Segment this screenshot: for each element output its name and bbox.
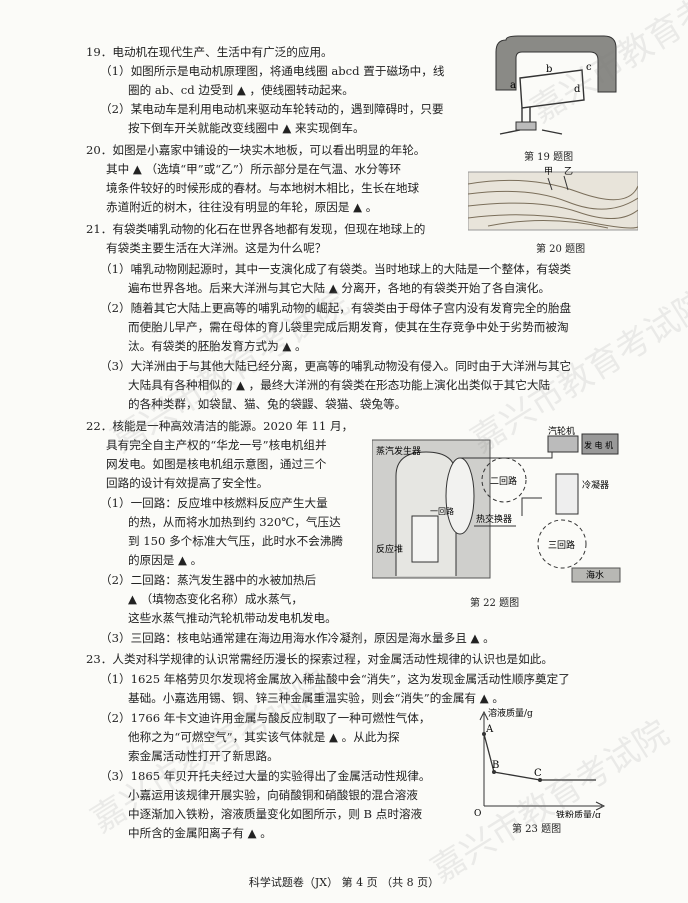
text-line-q23-1b: 基础。小嘉选用锡、铜、锌三种金属重温实验，则会“消失”的金属有 ▲ 。 bbox=[128, 691, 504, 705]
text-line-q23-3c: 中逐渐加入铁粉，溶液质量变化如图所示，则 B 点时溶液 bbox=[128, 807, 423, 821]
text-line-q21-3b: 大陆具有各种相似的 ▲ ，最终大洋洲的有袋类在形态功能上演化出类似于其它大陆 bbox=[128, 378, 551, 392]
text-line-q22-2b: ▲ （填物态变化名称）成水蒸气， bbox=[128, 592, 303, 606]
motor-diagram: b c a d bbox=[495, 35, 617, 135]
text-line-q23-3b: 小嘉运用该规律开展实验，向硝酸铜和硝酸银的混合溶液 bbox=[128, 788, 418, 802]
text-line-q22-1d: 的原因是 ▲ 。 bbox=[128, 553, 203, 567]
label-turbine: 汽轮机 bbox=[548, 426, 575, 437]
label-yi: 乙 bbox=[564, 166, 573, 177]
chart-ylabel: 溶液质量/g bbox=[488, 707, 533, 719]
label-a: a bbox=[510, 80, 516, 91]
label-b: b bbox=[546, 64, 552, 75]
text-line-q21b: 有袋类主要生活在大洋洲。这是为什么呢？ bbox=[106, 241, 327, 255]
text-line-q22-3: （3）三回路：核电站通常建在海边用海水作冷凝剂，原因是海水量多且 ▲ 。 bbox=[100, 631, 495, 645]
fig20-caption: 第 20 题图 bbox=[536, 244, 586, 255]
point-b: B bbox=[492, 760, 499, 771]
label-c: c bbox=[586, 62, 592, 73]
text-line-q23a: 23．人类对科学规律的认识常需经历漫长的探索过程，对金属活动性规律的认识也是如此… bbox=[86, 652, 553, 666]
text-line-q21-2c: 汰。有袋类的胚胎发育方式为 ▲ 。 bbox=[128, 339, 307, 353]
point-a: A bbox=[485, 724, 494, 735]
text-line-q22-1a: （1）一回路：反应堆中核燃料反应产生大量 bbox=[100, 496, 328, 510]
text-line-q22-2c: 这些水蒸气推动汽轮机带动发电机发电。 bbox=[128, 611, 337, 625]
fig23-caption: 第 23 题图 bbox=[512, 824, 562, 835]
text-line-q20a: 20．如图是小嘉家中铺设的一块实木地板，可以看出明显的年轮。 bbox=[86, 143, 426, 157]
text-line-q21-3c: 的各种类群，如袋鼠、猫、兔的袋鼹、袋猫、袋兔等。 bbox=[128, 397, 407, 411]
text-line-q21-1b: 遍布世界各地。后来大洋洲与其它大陆 ▲ 分离开，各地的有袋类开始了各自演化。 bbox=[128, 281, 551, 295]
text-line-q19-1a: （1）如图所示是电动机原理图，将通电线圈 abcd 置于磁场中，线 bbox=[100, 64, 445, 78]
label-loop2: 二回路 bbox=[490, 475, 517, 487]
text-line-q23-2a: （2）1766 年卡文迪许用金属与酸反应制取了一种可燃性气体， bbox=[100, 711, 431, 725]
point-c: C bbox=[534, 768, 542, 779]
label-sg: 蒸汽发生器 bbox=[376, 445, 421, 457]
text-line-q21-1a: （1）哺乳动物刚起源时，其中一支演化成了有袋类。当时地球上的大陆是一个整体，有袋… bbox=[100, 262, 572, 276]
solution-mass-chart: 溶液质量/g 铁粉质量/g O A B C bbox=[474, 707, 606, 818]
label-jia: 甲 bbox=[544, 166, 553, 177]
text-line-q22-1b: 的热，从而将水加热到约 320℃，气压达 bbox=[128, 515, 341, 529]
text-line-q20d: 赤道附近的树木，往往没有明显的年轮，原因是 ▲ 。 bbox=[106, 200, 378, 214]
text-line-q22-1c: 到 150 多个标准大气压，此时水不会沸腾 bbox=[128, 534, 344, 548]
label-generator: 发 电 机 bbox=[584, 440, 613, 450]
text-line-q22c: 网发电。如图是核电机组示意图，通过三个 bbox=[106, 457, 327, 471]
text-line-q20b: 其中 ▲ （选填“甲”或“乙”）所示部分是在气温、水分等环 bbox=[106, 162, 402, 176]
text-line-q21a: 21．有袋类哺乳动物的化石在世界各地都有发现，但现在地球上的 bbox=[86, 222, 426, 236]
label-hx: 热交换器 bbox=[476, 513, 512, 525]
fig22-caption: 第 22 题图 bbox=[470, 598, 520, 609]
text-line-q21-2b: 而使胎儿早产，需在母体的育儿袋里完成后期发育，使其在生存竞争中处于劣势而被淘 bbox=[128, 320, 569, 334]
text-line-q23-1a: （1）1625 年格劳贝尔发现将金属放入稀盐酸中会“消失”，这为发现金属活动性顺… bbox=[100, 672, 570, 686]
chart-xlabel: 铁粉质量/g bbox=[556, 809, 601, 818]
text-line-q22a: 22．核能是一种高效清洁的能源。2020 年 11 月， bbox=[86, 419, 354, 433]
text-line-q19-2b: 按下倒车开关就能改变线圈中 ▲ 来实现倒车。 bbox=[128, 121, 365, 135]
text-line-q19-2a: （2）某电动车是利用电动机来驱动车轮转动的，遇到障碍时，只要 bbox=[100, 102, 444, 116]
text-line-q22b: 具有完全自主产权的“华龙一号”核电机组并 bbox=[106, 438, 327, 452]
page-footer: 科学试题卷（JX） 第 4 页 （共 8 页） bbox=[248, 876, 440, 889]
text-line-q19-1b: 圈的 ab、cd 边受到 ▲ ，使线圈转动起来。 bbox=[128, 83, 354, 97]
text-line-q22d: 回路的设计有效提高了安全性。 bbox=[106, 476, 269, 490]
text-line-q23-3d: 中所含的金属阳离子有 ▲ 。 bbox=[128, 826, 272, 840]
label-condenser: 冷凝器 bbox=[582, 479, 609, 491]
label-loop1: 一回路 bbox=[430, 506, 454, 516]
text-line-q23-3a: （3）1865 年贝开托夫经过大量的实验得出了金属活动性规律。 bbox=[100, 769, 431, 783]
fig19-caption: 第 19 题图 bbox=[524, 152, 574, 163]
label-core: 反应堆 bbox=[376, 543, 403, 555]
text-line-q20c: 境条件较好的时候形成的春材。与本地树木相比，生长在地球 bbox=[106, 181, 420, 195]
text-line-q23-2b: 他称之为“可燃空气”，其实该气体就是 ▲ 。从此为探 bbox=[128, 730, 400, 744]
label-sea: 海水 bbox=[586, 569, 604, 581]
wood-floor-diagram: 甲 乙 bbox=[468, 166, 638, 231]
text-line-q21-2a: （2）随着其它大陆上更高等的哺乳动物的崛起，有袋类由于母体子宫内没有发育完全的胎… bbox=[100, 301, 572, 315]
text-line-q21-3a: （3）大洋洲由于与其他大陆已经分离，更高等的哺乳动物没有侵入。同时由于大洋洲与其… bbox=[100, 359, 572, 373]
nuclear-plant-diagram: 蒸汽发生器 汽轮机 发 电 机 二回路 热交换器 冷凝器 三回路 海水 一回路 … bbox=[372, 426, 621, 583]
text-line-q19: 19．电动机在现代生产、生活中有广泛的应用。 bbox=[86, 45, 333, 59]
text-line-q23-2c: 索金属活动性打开了新思路。 bbox=[128, 749, 279, 763]
label-d: d bbox=[574, 84, 581, 95]
chart-origin: O bbox=[474, 809, 481, 818]
text-line-q22-2a: （2）二回路：蒸汽发生器中的水被加热后 bbox=[100, 573, 317, 587]
label-loop3: 三回路 bbox=[548, 539, 575, 551]
